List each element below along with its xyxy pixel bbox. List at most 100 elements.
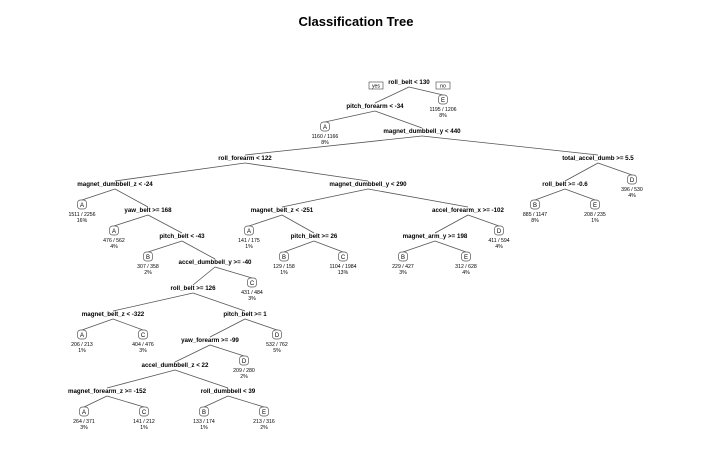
tree-edge xyxy=(374,110,423,129)
leaf-class-label: D xyxy=(275,333,280,339)
leaf-percent: 4% xyxy=(628,193,636,199)
leaf-class-box xyxy=(438,94,448,105)
tree-edge xyxy=(534,188,566,201)
tree-edge xyxy=(244,318,278,331)
leaf-count: 404 / 476 xyxy=(132,342,154,348)
leaf-class-label: A xyxy=(323,125,327,131)
leaf-percent: 5% xyxy=(273,348,281,354)
legend-no-box xyxy=(435,81,451,90)
leaf-percent: 1% xyxy=(200,425,208,431)
chart-title: Classification Tree xyxy=(298,14,414,29)
leaf-class-box xyxy=(77,329,87,340)
leaf-percent: 16% xyxy=(77,218,88,224)
tree-edge xyxy=(203,395,229,408)
split-node-label: magnet_belt_z < -251 xyxy=(251,207,314,214)
leaf-percent: 1% xyxy=(140,425,148,431)
leaf-class-box xyxy=(320,121,330,132)
tree-edge xyxy=(467,214,500,227)
leaf-class-label: E xyxy=(441,98,445,104)
leaf-count: 1195 / 1206 xyxy=(429,107,456,113)
tree-edge xyxy=(209,318,246,338)
leaf-count: 209 / 280 xyxy=(233,368,255,374)
tree-edge xyxy=(283,240,315,253)
tree-edge xyxy=(564,162,599,182)
split-node-label: magnet_forearm_z >= -152 xyxy=(68,388,147,395)
tree-edge xyxy=(564,188,596,201)
split-node-label: yaw_forearm >= -99 xyxy=(181,337,239,344)
tree-edge xyxy=(248,214,283,227)
split-node-label: accel_forearm_x >= -102 xyxy=(432,207,504,214)
leaf-percent: 1% xyxy=(280,270,288,276)
leaf-class-box xyxy=(627,174,637,185)
leaf-class-box xyxy=(247,277,257,288)
legend-yes-label: yes xyxy=(372,84,380,90)
tree-edge xyxy=(192,266,216,286)
leaf-count: 307 / 358 xyxy=(137,264,159,270)
leaf-percent: 4% xyxy=(495,244,503,250)
leaf-class-box xyxy=(279,251,289,262)
leaf-percent: 13% xyxy=(338,270,349,276)
tree-edge xyxy=(421,135,599,156)
leaf-percent: 2% xyxy=(144,270,152,276)
split-node-label: pitch_belt >= 26 xyxy=(291,233,338,240)
tree-edge xyxy=(408,86,444,96)
split-node-label: pitch_belt < -43 xyxy=(159,233,205,240)
split-node-label: accel_dumbbell_z < 22 xyxy=(142,362,209,369)
leaf-count: 1160 / 1166 xyxy=(312,134,339,140)
leaf-class-label: D xyxy=(242,359,247,365)
tree-edge xyxy=(192,292,246,312)
tree-edge xyxy=(324,110,376,123)
leaf-class-box xyxy=(244,225,254,236)
tree-edge xyxy=(174,344,211,363)
leaf-class-label: A xyxy=(82,410,86,416)
leaf-count: 476 / 562 xyxy=(103,238,125,244)
legend-no: no xyxy=(435,81,451,90)
split-node-label: magnet_belt_z < -322 xyxy=(82,311,145,318)
leaf-class-box xyxy=(530,199,540,210)
leaf-class-label: A xyxy=(80,203,84,209)
split-node-label: pitch_forearm < -34 xyxy=(346,103,404,110)
leaf-class-label: A xyxy=(80,333,84,339)
tree-edge xyxy=(112,318,144,331)
leaf-count: 129 / 158 xyxy=(273,264,295,270)
leaf-percent: 1% xyxy=(245,244,253,250)
leaf-class-box xyxy=(199,406,209,417)
tree-edge xyxy=(113,214,149,227)
tree-edge xyxy=(434,240,467,253)
split-node-label: magnet_arm_y >= 198 xyxy=(403,233,468,240)
tree-edge xyxy=(147,214,183,234)
tree-edge xyxy=(244,135,423,156)
tree-edge xyxy=(281,214,315,234)
leaf-count: 532 / 762 xyxy=(266,342,288,348)
tree-edge xyxy=(374,86,410,104)
leaf-count: 264 / 371 xyxy=(73,419,95,425)
tree-edge xyxy=(313,240,344,253)
legend-no-label: no xyxy=(440,84,446,90)
split-node-label: accel_dumbbell_y >= -40 xyxy=(179,259,252,266)
leaf-count: 206 / 213 xyxy=(71,342,93,348)
leaf-count: 208 / 235 xyxy=(584,212,606,218)
tree-edge xyxy=(209,344,245,357)
tree-edge xyxy=(106,395,145,408)
leaf-class-box xyxy=(77,199,87,210)
leaf-class-label: D xyxy=(497,229,502,235)
tree-edge xyxy=(147,240,183,253)
tree-edge xyxy=(174,369,229,389)
split-node-label: roll_dumbbell < 39 xyxy=(201,388,256,395)
split-node-label: roll_forearm < 122 xyxy=(218,155,272,162)
tree-edge xyxy=(227,395,265,408)
split-node-label: roll_belt >= 126 xyxy=(170,285,216,292)
leaf-class-label: C xyxy=(341,255,346,261)
leaf-class-box xyxy=(590,199,600,210)
